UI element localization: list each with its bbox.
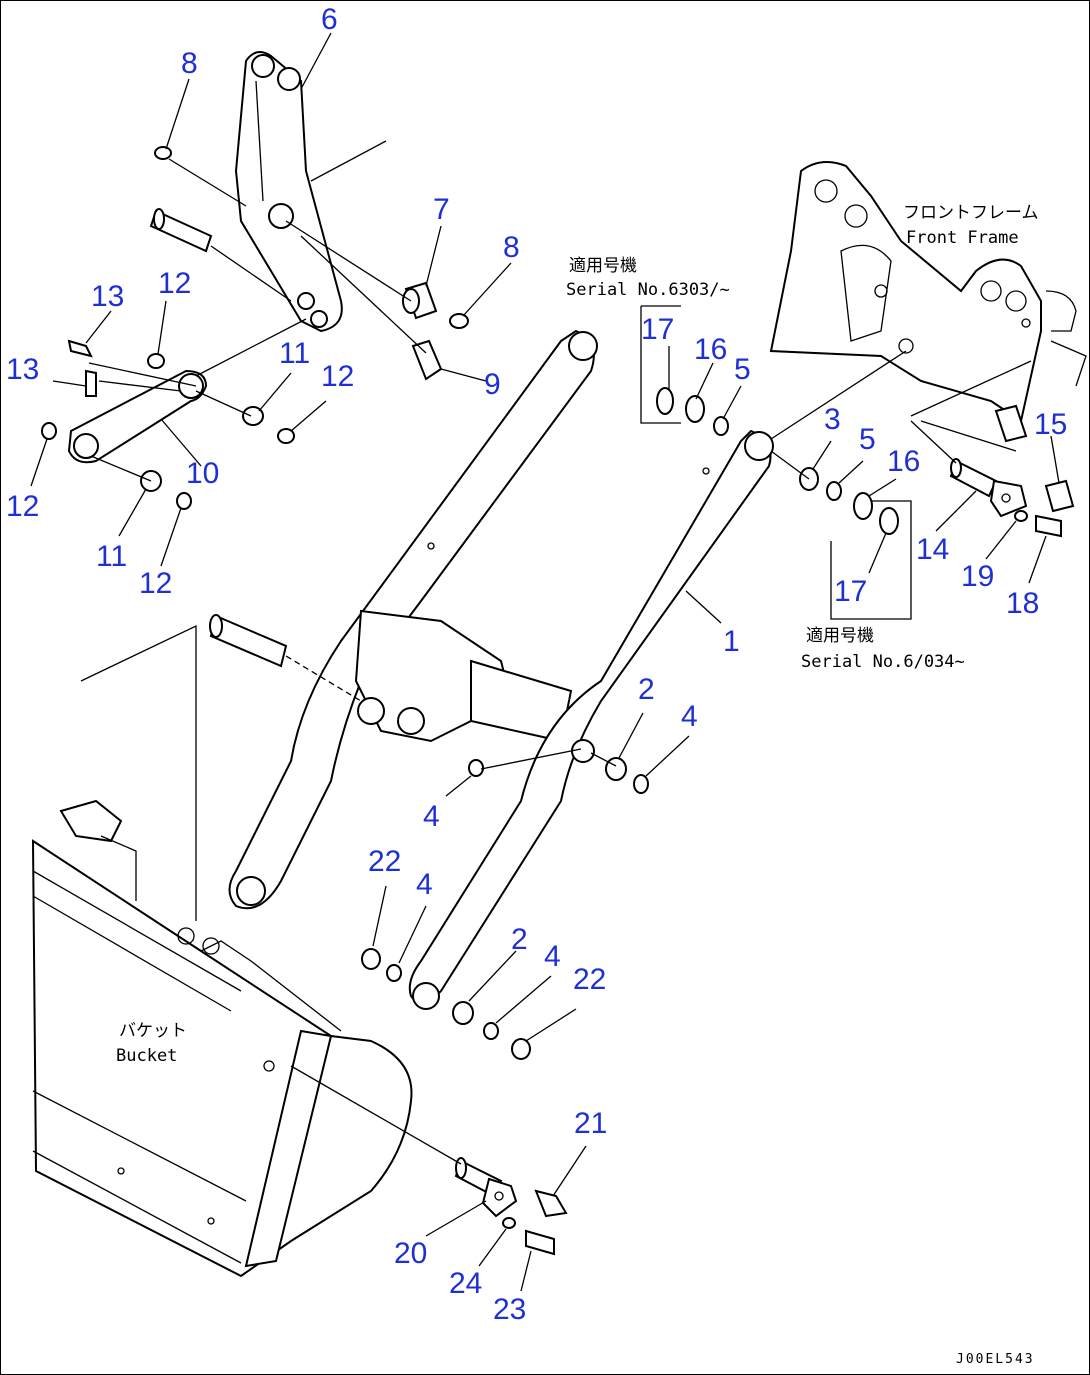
callout-16-top: 16 [694, 333, 727, 366]
ring-4-a [468, 759, 484, 777]
callout-13-top: 13 [91, 280, 124, 313]
callout-22-left: 22 [368, 845, 401, 878]
callout-4-lower: 4 [416, 868, 433, 901]
ring-5-right [826, 481, 842, 501]
callout-4-mid: 4 [423, 800, 440, 833]
callout-14: 14 [916, 533, 949, 566]
callout-12-top: 12 [158, 267, 191, 300]
callout-4-right: 4 [681, 700, 698, 733]
bushing-2-a [605, 757, 627, 781]
ring-22-b [511, 1038, 531, 1060]
callout-4-bottom: 4 [544, 940, 561, 973]
bucket-drawing [31, 624, 413, 1278]
callout-numbers: 6 8 7 8 9 13 12 13 11 12 10 12 11 12 17 … [6, 3, 1067, 1326]
front-frame-label-en: Front Frame [906, 228, 1019, 248]
ring-8-left [154, 146, 172, 160]
front-frame [769, 161, 1087, 452]
callout-3: 3 [824, 403, 841, 436]
frame-pin-assembly [949, 458, 1075, 538]
callout-15: 15 [1034, 408, 1067, 441]
bucket-label-jp: バケット [119, 1021, 187, 1041]
callout-12-right: 12 [321, 360, 354, 393]
drawing-code: J00EL543 [956, 1352, 1035, 1367]
callout-11-top: 11 [279, 337, 310, 370]
front-frame-label-jp: フロントフレーム [903, 203, 1039, 223]
serial-bottom-label-jp: 適用号機 [806, 626, 874, 646]
callout-17-top: 17 [641, 313, 674, 346]
bell-crank [234, 51, 387, 333]
callout-5-top: 5 [734, 353, 751, 386]
serial-bracket-bottom [830, 500, 912, 620]
ring-12-d [176, 492, 192, 510]
bushing-2-b [452, 1001, 474, 1025]
ring-4-d [483, 1022, 499, 1040]
callout-1: 1 [723, 625, 740, 658]
serial-top-label-jp: 適用号機 [569, 256, 637, 276]
callout-7: 7 [433, 193, 450, 226]
serial-bracket-top [640, 306, 681, 424]
bucket-pin-lower [454, 1157, 568, 1256]
callout-5-right: 5 [859, 423, 876, 456]
callout-8-right: 8 [503, 231, 520, 264]
bucket-pin-upper [209, 614, 362, 702]
bushing-11-a [242, 406, 264, 426]
callout-18: 18 [1006, 587, 1039, 620]
shim-17-top [656, 387, 674, 415]
grease-fitting-9 [411, 339, 443, 381]
shim-17-right [879, 507, 899, 535]
callout-21: 21 [574, 1107, 607, 1140]
callout-2-bottom: 2 [511, 923, 528, 956]
callout-12-bottom: 12 [139, 567, 172, 600]
fitting-13-b [85, 369, 97, 397]
leader-lines [30, 32, 1060, 1292]
callout-9: 9 [484, 368, 501, 401]
callout-22-right: 22 [573, 963, 606, 996]
callout-16-right: 16 [887, 445, 920, 478]
callout-19: 19 [961, 560, 994, 593]
callout-8-left: 8 [181, 47, 198, 80]
callout-10: 10 [186, 457, 219, 490]
callout-23: 23 [493, 1293, 526, 1326]
center-lines [88, 158, 957, 1165]
shim-16-right [853, 492, 873, 520]
callout-24: 24 [449, 1267, 482, 1300]
callout-20: 20 [394, 1237, 427, 1270]
callout-6: 6 [321, 3, 338, 36]
fitting-13-a [67, 339, 93, 358]
callout-11-bottom: 11 [96, 540, 127, 573]
callout-17-right: 17 [834, 575, 867, 608]
ring-12-b [41, 422, 57, 440]
ring-22-a [361, 948, 381, 970]
bucket-label-en: Bucket [116, 1046, 177, 1066]
ring-5-top [713, 416, 729, 436]
right-lift-arm [408, 429, 774, 1010]
callout-12-left: 12 [6, 490, 39, 523]
left-lift-arm [228, 329, 598, 910]
callout-13-left: 13 [6, 353, 39, 386]
notes: フロントフレーム Front Frame 適用号機 Serial No.6303… [116, 203, 1039, 1367]
shim-16-top [685, 395, 705, 423]
callout-2-top: 2 [638, 673, 655, 706]
ring-12-a [147, 353, 165, 369]
ring-4-c [386, 964, 402, 982]
ring-12-c [277, 428, 295, 444]
ring-8-right [449, 313, 469, 329]
small-parts [41, 146, 899, 1060]
ring-4-b [633, 774, 649, 794]
serial-bottom-label-en: Serial No.6/034~ [801, 652, 965, 672]
serial-top-label-en: Serial No.6303/~ [566, 280, 730, 300]
pin-crank-left [149, 208, 292, 302]
